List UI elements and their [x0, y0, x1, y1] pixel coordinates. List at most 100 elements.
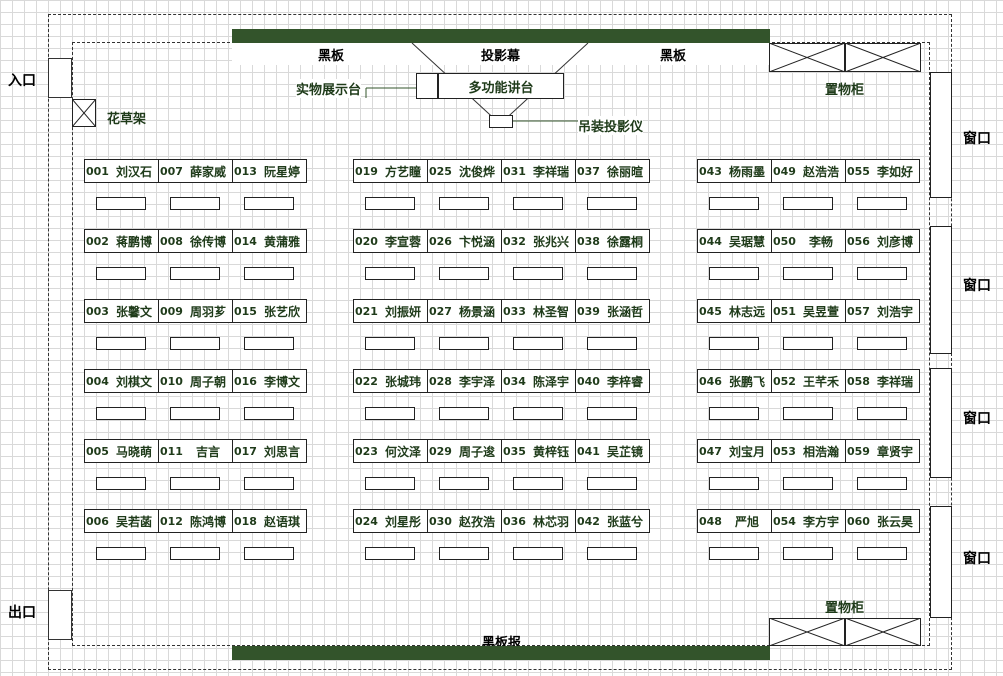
student-name: 黄蒲雅	[263, 234, 300, 249]
chair	[857, 197, 907, 210]
desk-number: 049	[773, 164, 796, 178]
desk: 043 杨雨墨	[697, 159, 772, 183]
chair	[513, 407, 563, 420]
desk-number: 031	[503, 164, 526, 178]
chair	[587, 477, 637, 490]
chair	[170, 337, 220, 350]
student-name: 刘棋文	[115, 374, 152, 389]
chair	[96, 477, 146, 490]
chair	[783, 337, 833, 350]
student-name: 张兆兴	[532, 234, 569, 249]
desk-number: 033	[503, 304, 526, 318]
desk-number: 030	[429, 514, 452, 528]
chair	[587, 407, 637, 420]
desk: 059 章贤宇	[845, 439, 920, 463]
chair	[857, 337, 907, 350]
desk-number: 040	[577, 374, 600, 388]
chair	[439, 337, 489, 350]
student-name: 刘振妍	[384, 304, 421, 319]
desk-number: 054	[773, 514, 796, 528]
desk-number: 043	[699, 164, 722, 178]
desk-number: 048	[699, 514, 722, 528]
student-name: 黄梓钰	[532, 444, 569, 459]
student-name: 张云昊	[876, 514, 913, 529]
projection-screen-label: 投影幕	[481, 49, 521, 64]
student-name: 刘星彤	[384, 514, 421, 529]
desk: 023 何汶泽	[353, 439, 428, 463]
desk-number: 060	[847, 514, 870, 528]
student-name: 刘汉石	[115, 164, 152, 179]
student-name: 何汶泽	[384, 444, 421, 459]
chair	[587, 337, 637, 350]
chair	[170, 267, 220, 280]
student-name: 刘思言	[263, 444, 300, 459]
chair	[857, 267, 907, 280]
student-name: 吴琚慧	[728, 234, 765, 249]
desk: 045 林志远	[697, 299, 772, 323]
desk-number: 019	[355, 164, 378, 178]
desk: 019 方艺瞳	[353, 159, 428, 183]
student-name: 周子朝	[189, 374, 226, 389]
student-name: 陈鸿博	[189, 514, 226, 529]
chair	[365, 337, 415, 350]
student-name: 周子逡	[458, 444, 495, 459]
chair	[709, 477, 759, 490]
student-name: 林芯羽	[532, 514, 569, 529]
student-name: 吴芷镜	[606, 444, 643, 459]
desk-number: 045	[699, 304, 722, 318]
desk-number: 013	[234, 164, 257, 178]
window-3	[930, 368, 952, 478]
student-name: 林志远	[728, 304, 765, 319]
desk-number: 059	[847, 444, 870, 458]
student-name: 杨雨墨	[728, 164, 765, 179]
student-name: 章贤宇	[876, 444, 913, 459]
desk-number: 055	[847, 164, 870, 178]
desk-number: 023	[355, 444, 378, 458]
desk-number: 020	[355, 234, 378, 248]
window-label-1: 窗口	[963, 131, 991, 147]
desk-number: 028	[429, 374, 452, 388]
desk-number: 014	[234, 234, 257, 248]
chair	[96, 197, 146, 210]
chair	[513, 477, 563, 490]
desk-number: 052	[773, 374, 796, 388]
desk: 040 李梓睿	[575, 369, 650, 393]
desk: 010 周子朝	[158, 369, 233, 393]
chair	[365, 407, 415, 420]
chair	[365, 197, 415, 210]
student-name: 徐丽暄	[606, 164, 643, 179]
desk-number: 010	[160, 374, 183, 388]
desk-number: 022	[355, 374, 378, 388]
student-name: 李梓睿	[606, 374, 643, 389]
desk-number: 021	[355, 304, 378, 318]
chair	[587, 267, 637, 280]
student-name: 李如好	[876, 164, 913, 179]
chair	[365, 547, 415, 560]
desk-number: 053	[773, 444, 796, 458]
chair	[709, 337, 759, 350]
desk-number: 006	[86, 514, 109, 528]
student-name: 方艺瞳	[384, 164, 421, 179]
chair	[513, 197, 563, 210]
student-name: 李祥瑞	[532, 164, 569, 179]
desk-number: 007	[160, 164, 183, 178]
student-name: 王芊禾	[802, 374, 839, 389]
desk: 014 黄蒲雅	[232, 229, 307, 253]
